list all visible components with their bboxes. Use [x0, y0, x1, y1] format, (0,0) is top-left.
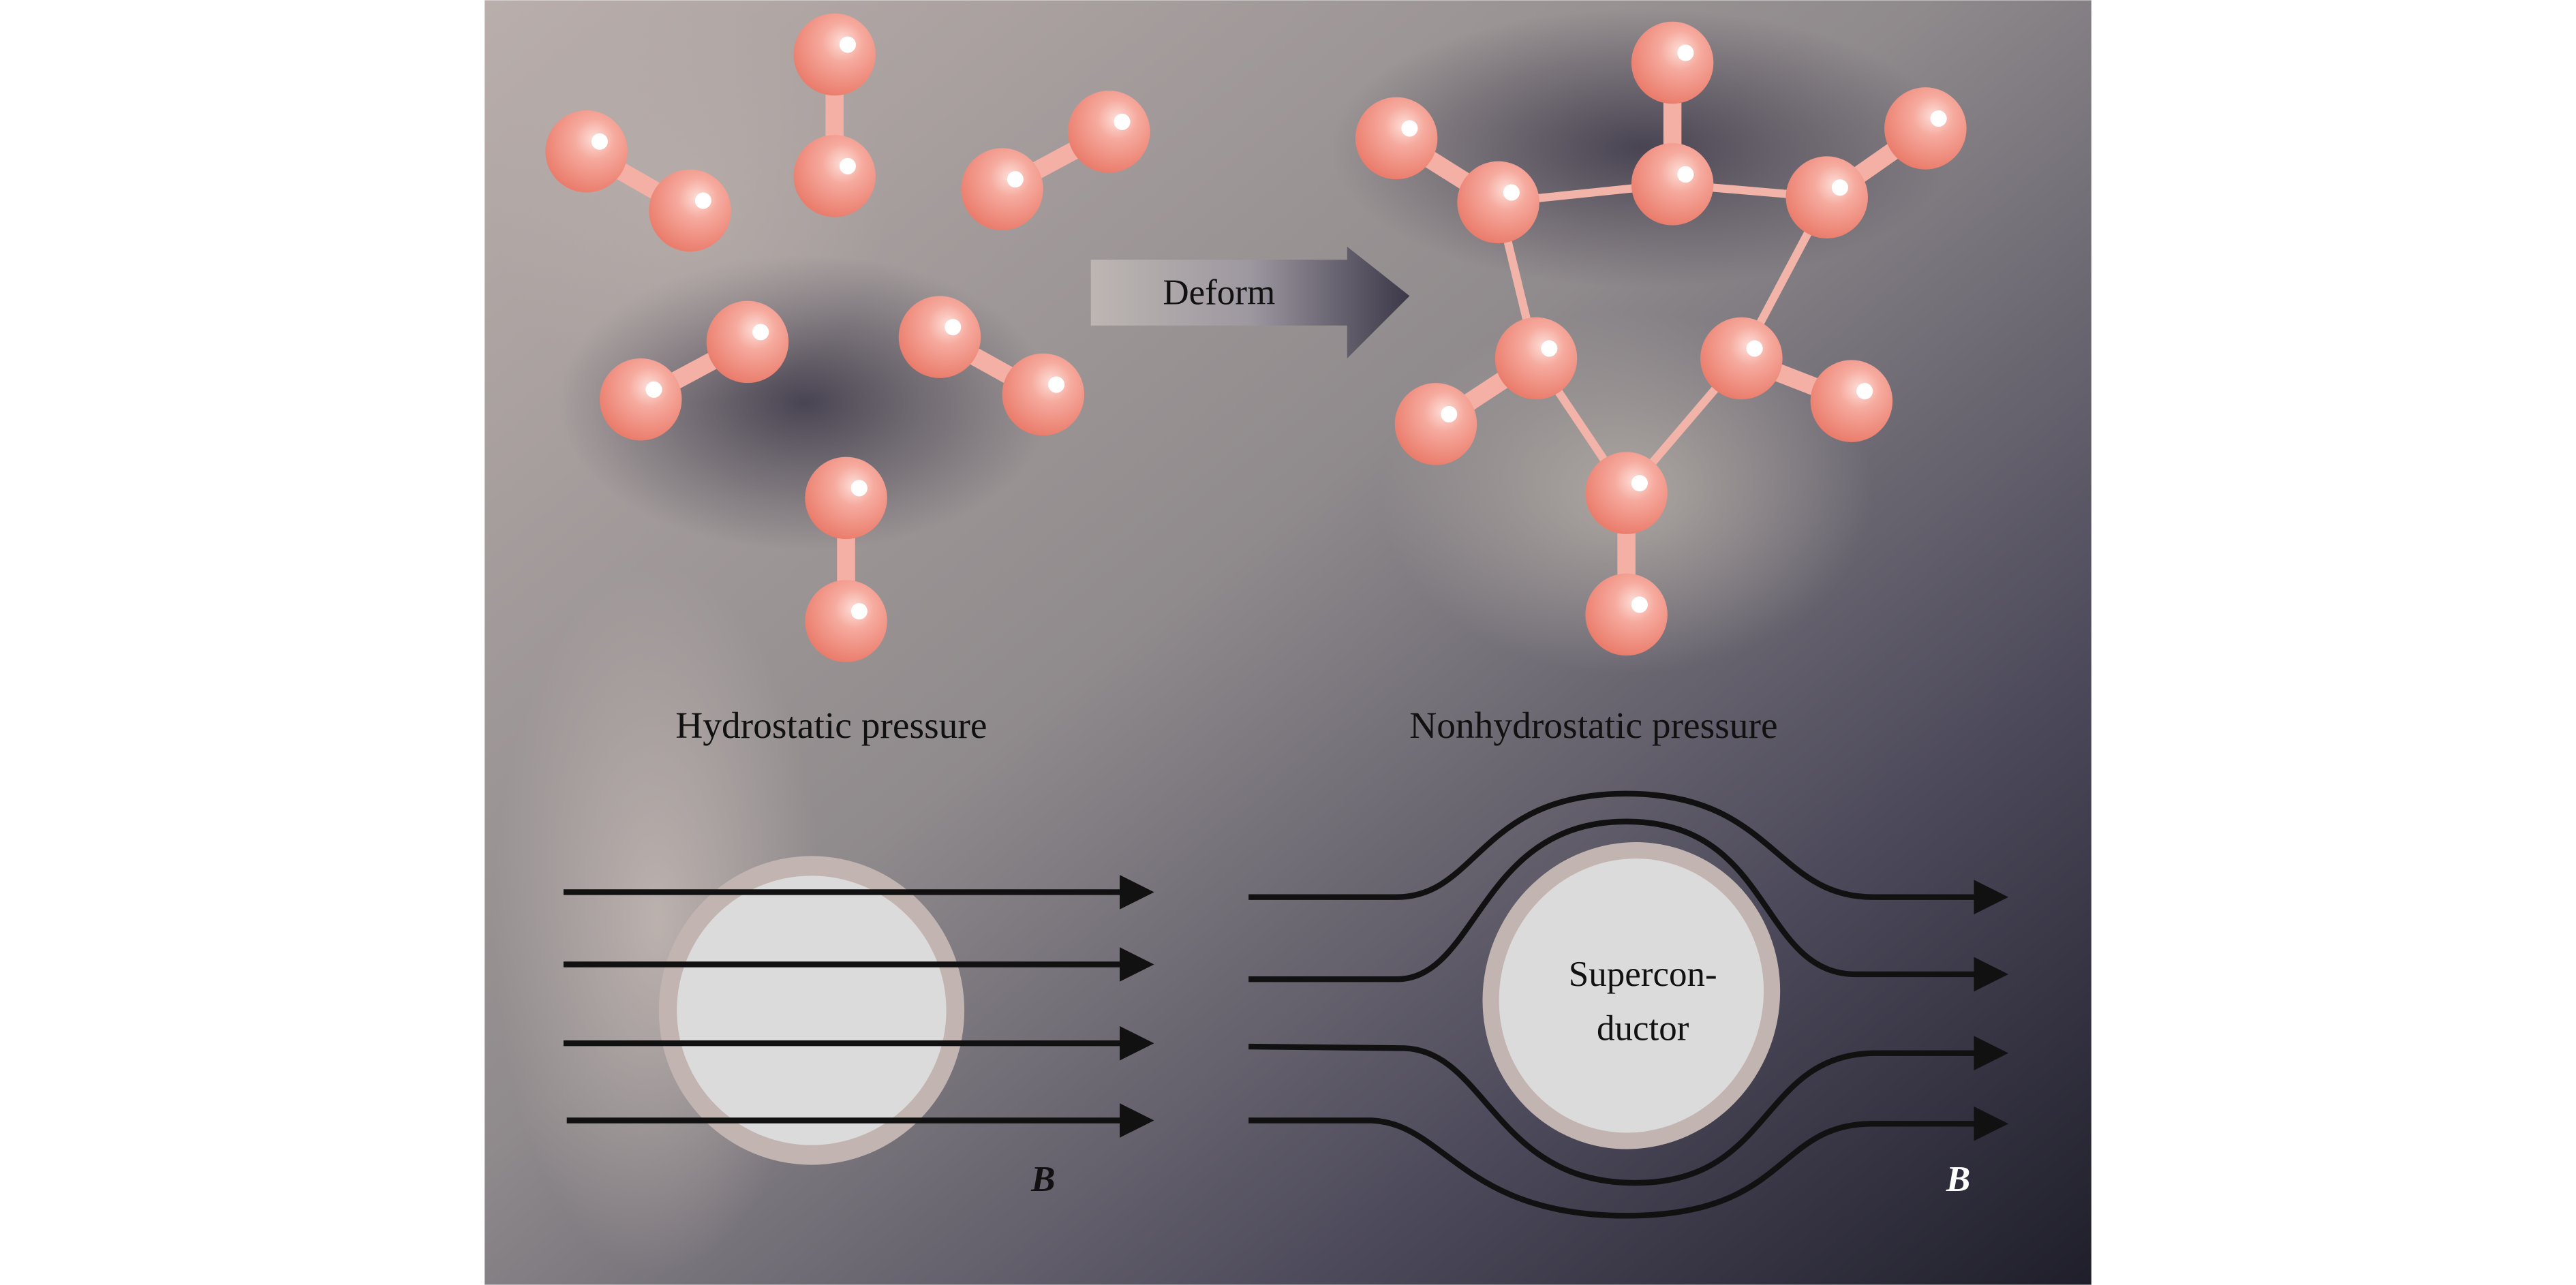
atom-highlight: [1441, 405, 1458, 422]
atom: [1355, 97, 1438, 180]
atom: [793, 135, 876, 217]
atom-highlight: [1401, 120, 1418, 137]
superconductor-sample: Supercon- ductor: [1482, 842, 1781, 1149]
atom: [1067, 91, 1150, 173]
atom-highlight: [752, 324, 769, 341]
atom: [1585, 452, 1668, 534]
field-line: [1248, 790, 2009, 914]
atom-highlight: [1631, 475, 1648, 492]
atom: [805, 580, 887, 662]
superconductor-label-2: ductor: [1597, 1008, 1689, 1048]
field-symbol-left: B: [1030, 1160, 1055, 1199]
atom-highlight: [945, 319, 962, 336]
atom-highlight: [1831, 179, 1849, 196]
atom-highlight: [1007, 171, 1024, 188]
field-symbol-right: B: [1946, 1160, 1970, 1199]
atom: [1631, 21, 1714, 104]
atom: [898, 296, 981, 378]
atom: [805, 456, 887, 540]
atom-highlight: [694, 192, 711, 209]
atom-highlight: [1746, 340, 1763, 357]
superconductor-label-1: Supercon-: [1569, 955, 1717, 994]
atom: [1394, 383, 1477, 465]
atom-highlight: [1677, 44, 1694, 61]
deform-arrow: Deform: [1090, 247, 1410, 358]
atom-highlight: [1856, 383, 1873, 400]
atom: [961, 148, 1043, 230]
atom-highlight: [839, 36, 856, 53]
atom-highlight: [850, 603, 868, 620]
molecules: [545, 13, 1967, 662]
deform-label: Deform: [1163, 273, 1275, 312]
atom: [599, 358, 682, 441]
atom-highlight: [839, 157, 856, 174]
left-sample: [658, 856, 965, 1165]
right-field-lines: [1248, 790, 2009, 1219]
atom-highlight: [591, 133, 608, 150]
field-line: [1248, 1036, 2009, 1186]
field-line: [1248, 1106, 2009, 1219]
left-field-lines: [563, 875, 1154, 1138]
atom: [649, 169, 731, 252]
atom-highlight: [1503, 184, 1520, 201]
nonhydrostatic-label: Nonhydrostatic pressure: [1409, 705, 1777, 746]
hydrostatic-label: Hydrostatic pressure: [675, 705, 987, 746]
atom-highlight: [1541, 340, 1558, 357]
atom: [1585, 573, 1668, 656]
atom: [1002, 353, 1085, 436]
atom-highlight: [1048, 376, 1065, 393]
atom: [793, 13, 876, 96]
atom: [1785, 156, 1868, 238]
atom-highlight: [1930, 110, 1947, 127]
atom-highlight: [645, 381, 662, 398]
atom: [1884, 87, 1967, 170]
atom: [545, 110, 628, 193]
atom-highlight: [850, 480, 868, 497]
atom: [1810, 360, 1893, 442]
atom-highlight: [1631, 596, 1648, 613]
atom: [1631, 143, 1714, 226]
atom: [1457, 161, 1539, 244]
atom: [1494, 317, 1578, 400]
field-line: [1248, 818, 2009, 992]
atom: [1700, 317, 1783, 400]
atom-highlight: [1114, 113, 1131, 130]
atom: [706, 300, 789, 384]
atom-highlight: [1677, 166, 1694, 183]
